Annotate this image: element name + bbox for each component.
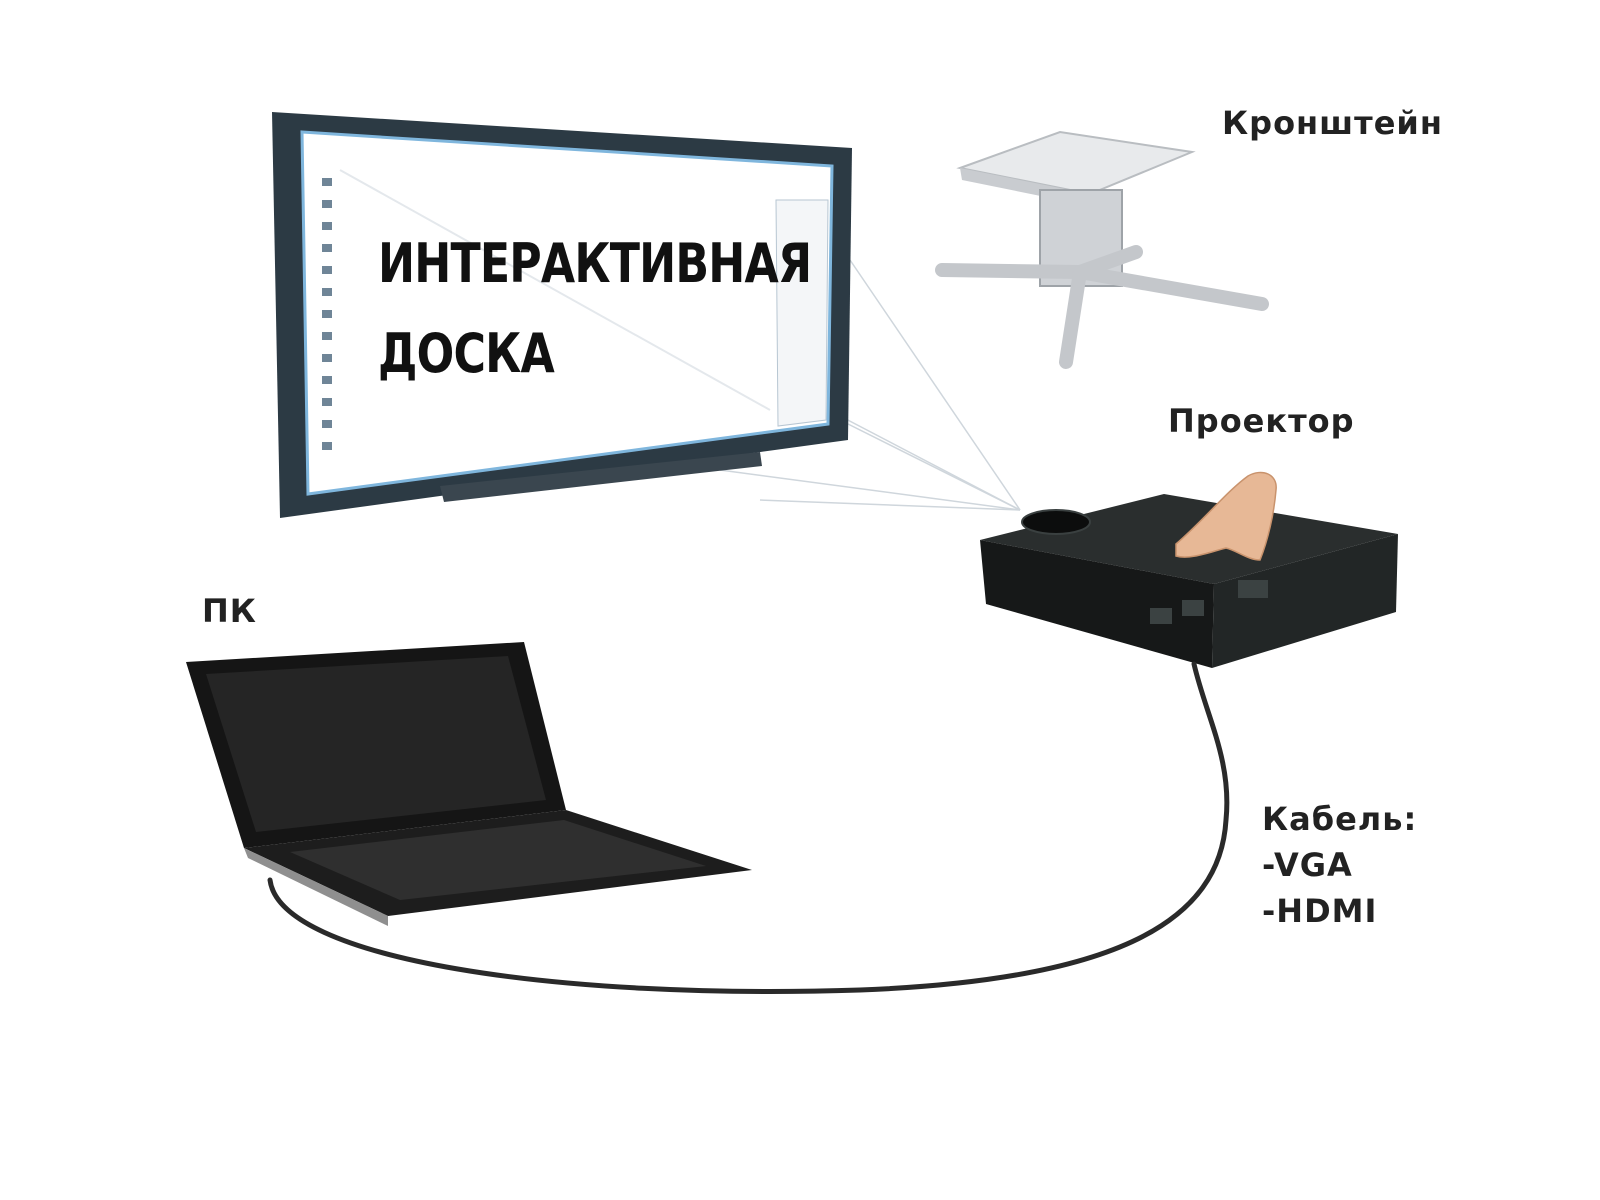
hand-finger	[1175, 471, 1277, 561]
projector-label: Проектор	[1168, 402, 1355, 440]
laptop	[186, 642, 752, 926]
laptop-display	[206, 656, 546, 832]
whiteboard-screen-diagonal	[339, 169, 771, 411]
whiteboard-title-line2: ДОСКА	[378, 322, 555, 385]
ceiling-bracket	[935, 130, 1269, 369]
projector-side	[1212, 534, 1398, 668]
connection-cable	[267, 661, 1230, 994]
whiteboard-toolbar	[322, 178, 332, 450]
cable-label-hdmi: -HDMI	[1262, 892, 1378, 930]
projector-front	[980, 540, 1214, 668]
projector-ports	[1150, 580, 1268, 624]
projector	[980, 471, 1398, 668]
whiteboard-pen-tray	[440, 452, 762, 502]
whiteboard-title-line1: ИНТЕРАКТИВНАЯ	[378, 232, 812, 295]
cable-label: Кабель: -VGA -HDMI	[1262, 796, 1417, 934]
cable-label-vga: -VGA	[1262, 846, 1353, 884]
bracket-label: Кронштейн	[1222, 104, 1443, 142]
laptop-base-edge	[244, 848, 388, 926]
projector-lens	[1021, 509, 1091, 535]
whiteboard	[272, 112, 852, 518]
laptop-keyboard	[290, 820, 706, 900]
bracket-arms	[935, 245, 1269, 369]
cable-label-title: Кабель:	[1262, 800, 1418, 838]
whiteboard-sidebar	[775, 199, 829, 427]
pc-label: ПК	[202, 592, 257, 630]
